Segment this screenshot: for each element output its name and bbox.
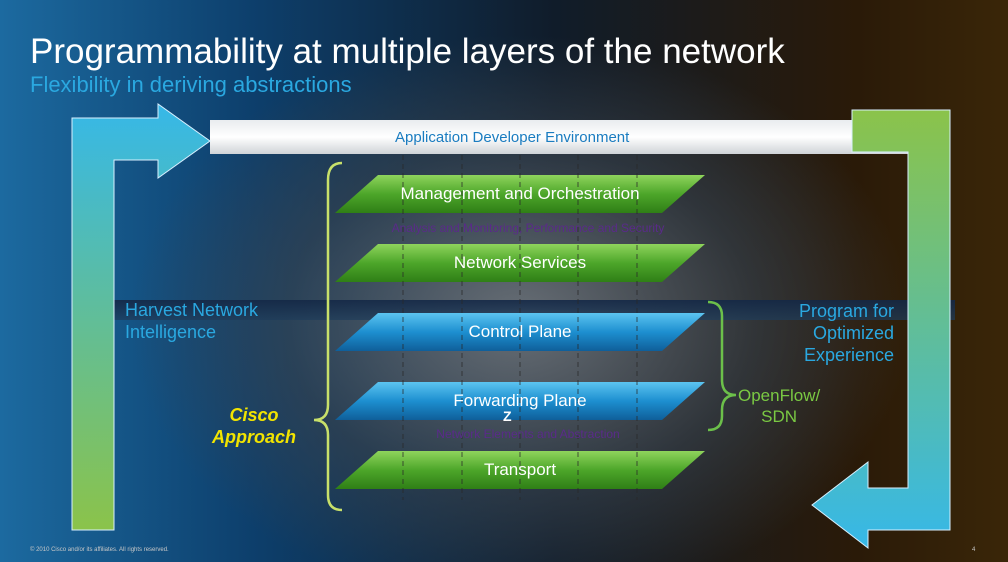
copyright-footer: © 2010 Cisco and/or its affiliates. All … bbox=[30, 547, 169, 553]
dashed-connectors bbox=[402, 155, 638, 500]
openflow-line-1: OpenFlow/ bbox=[738, 386, 821, 405]
openflow-line-2: SDN bbox=[761, 407, 798, 426]
cisco-approach-brace bbox=[313, 161, 343, 512]
program-line-3: Experience bbox=[803, 345, 894, 365]
program-optimized-experience-label: Program for Optimized Experience bbox=[770, 300, 894, 366]
cisco-line-1: Cisco bbox=[229, 405, 279, 425]
program-loop-arrow bbox=[811, 109, 951, 550]
analysis-note: Analysis and Monitoring, Performance and… bbox=[391, 221, 665, 235]
slide-title: Programmability at multiple layers of th… bbox=[30, 32, 785, 71]
harvest-line-2: Intelligence bbox=[125, 322, 217, 342]
layer-control-plane-shape bbox=[335, 313, 705, 351]
cisco-line-2: Approach bbox=[212, 427, 297, 447]
slide-subtitle: Flexibility in deriving abstractions bbox=[30, 72, 352, 97]
harvest-network-intelligence-label: Harvest Network Intelligence bbox=[125, 299, 258, 343]
harvest-loop-arrow bbox=[71, 103, 211, 531]
layer-forwarding-plane-label: Forwarding Plane bbox=[453, 391, 587, 410]
intelligence-band bbox=[95, 300, 955, 320]
layer-transport-label: Transport bbox=[483, 460, 557, 479]
cisco-approach-label: Cisco Approach bbox=[212, 404, 296, 448]
application-band bbox=[210, 120, 950, 154]
layer-control-plane-label: Control Plane bbox=[468, 322, 572, 341]
openflow-sdn-label: OpenFlow/ SDN bbox=[738, 385, 820, 427]
program-line-2: Optimized bbox=[812, 323, 894, 343]
application-developer-environment-label: Application Developer Environment bbox=[395, 129, 630, 146]
layer-network-services-label: Network Services bbox=[453, 253, 587, 272]
openflow-brace bbox=[707, 300, 737, 432]
layer-management-label: Management and Orchestration bbox=[400, 184, 640, 203]
stray-glyph: Z bbox=[503, 408, 512, 424]
page-number: 4 bbox=[972, 547, 976, 553]
program-line-1: Program for bbox=[798, 301, 894, 321]
harvest-line-1: Harvest Network bbox=[125, 300, 259, 320]
elements-note: Network Elements and Abstraction bbox=[436, 427, 620, 441]
